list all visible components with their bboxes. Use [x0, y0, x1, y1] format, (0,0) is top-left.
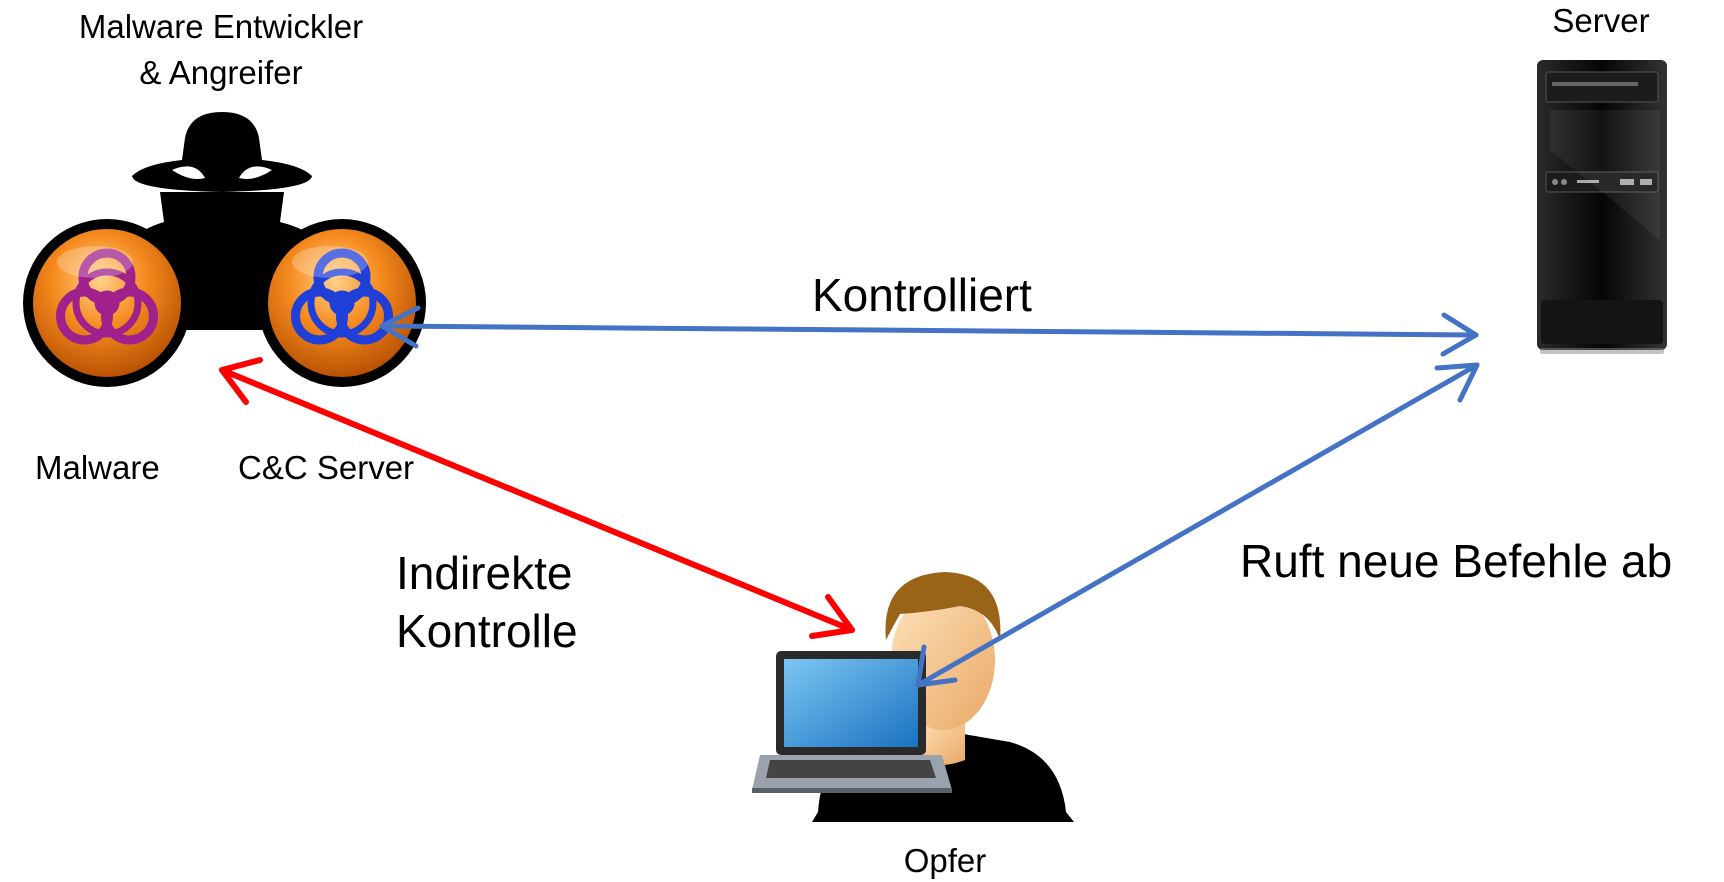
malware-label: Malware: [35, 449, 160, 486]
attacker-label-line1: Malware Entwickler: [78, 8, 364, 45]
arrow-indirekte-kontrolle: [219, 357, 855, 639]
cc-server-orb: [258, 219, 426, 387]
edge-label-kontrolliert: Kontrolliert: [812, 269, 1032, 321]
arrow-ruft-befehle: [915, 362, 1480, 688]
victim-label: Opfer: [903, 842, 987, 879]
attacker-label-line2: & Angreifer: [139, 54, 303, 91]
server-tower-icon: [1537, 60, 1667, 354]
edge-label-indirekte-line2: Kontrolle: [396, 605, 578, 657]
arrow-kontrolliert: [379, 305, 1479, 357]
laptop-icon: [752, 651, 952, 793]
edge-label-indirekte-line1: Indirekte: [396, 547, 573, 599]
malware-orb: [23, 219, 191, 387]
cc-server-label: C&C Server: [238, 449, 415, 486]
server-label: Server: [1552, 2, 1650, 39]
edge-label-ruft-befehle: Ruft neue Befehle ab: [1240, 535, 1673, 587]
